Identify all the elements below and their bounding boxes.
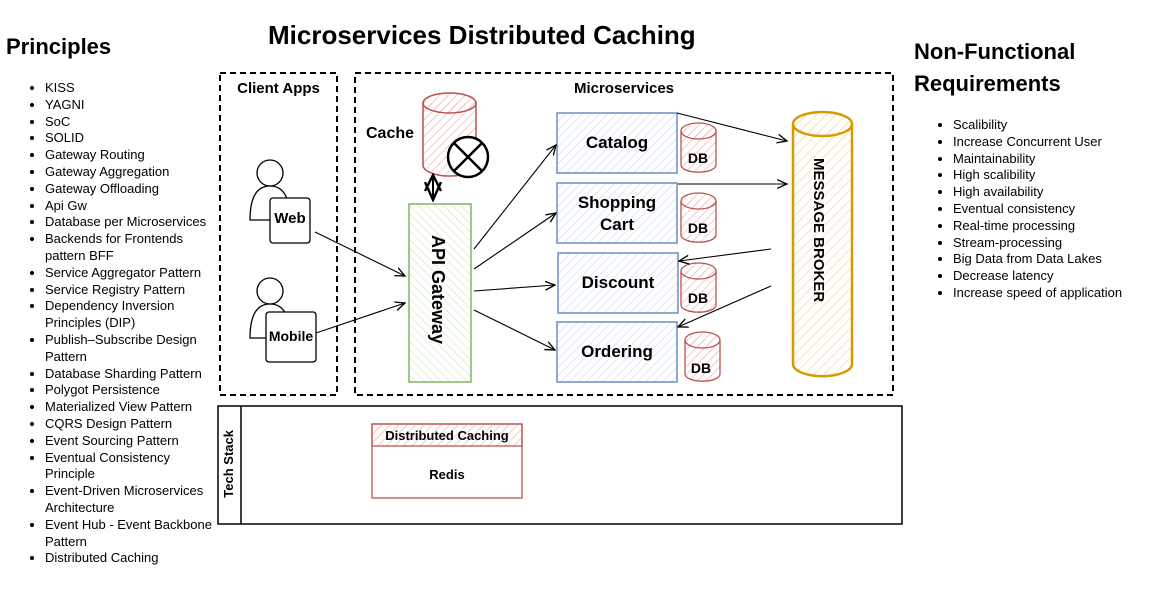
- api-gateway-box: [408, 203, 472, 383]
- flow-arrows: [314, 112, 787, 350]
- list-item: Database per Microservices: [45, 214, 220, 231]
- service-ordering: Ordering: [581, 342, 653, 361]
- tech-stack-label: Tech Stack: [221, 430, 236, 498]
- db-label: DB: [687, 290, 709, 306]
- list-item: Service Registry Pattern: [45, 282, 220, 299]
- client-apps-label: Client Apps: [237, 80, 320, 97]
- list-item: Big Data from Data Lakes: [953, 251, 1150, 268]
- db-label: DB: [687, 220, 709, 236]
- list-item: Eventual Consistency Principle: [45, 450, 220, 484]
- service-shopping-cart: Shopping Cart: [577, 193, 657, 234]
- db-cylinder-icon: [680, 262, 717, 313]
- list-item: Database Sharding Pattern: [45, 366, 220, 383]
- api-gateway-label: API Gateway: [428, 235, 448, 345]
- list-item: High availability: [953, 184, 1150, 201]
- list-item: Maintainability: [953, 151, 1150, 168]
- list-item: Decrease latency: [953, 268, 1150, 285]
- page-title: Microservices Distributed Caching: [268, 20, 696, 50]
- db-cylinder-icon: [680, 122, 717, 173]
- tech-stack-container: [217, 405, 903, 525]
- list-item: Real-time processing: [953, 218, 1150, 235]
- mobile-user-icon: [249, 277, 317, 363]
- list-item: Materialized View Pattern: [45, 399, 220, 416]
- cache-disabled-icon: [446, 135, 490, 179]
- list-item: CQRS Design Pattern: [45, 416, 220, 433]
- list-item: SoC: [45, 114, 220, 131]
- cache-cylinder-icon: [422, 92, 477, 177]
- message-broker-label: MESSAGE BROKER: [810, 158, 827, 303]
- list-item: Scalibility: [953, 117, 1150, 134]
- list-item: Backends for Frontends pattern BFF: [45, 231, 220, 265]
- list-item: SOLID: [45, 130, 220, 147]
- nfr-heading: Non-Functional Requirements: [914, 39, 1076, 96]
- list-item: Distributed Caching: [45, 550, 220, 567]
- db-cylinder-icon: [680, 192, 717, 243]
- nfr-list: ScalibilityIncrease Concurrent UserMaint…: [933, 117, 1150, 302]
- principles-heading: Principles: [6, 34, 112, 59]
- list-item: Event Sourcing Pattern: [45, 433, 220, 450]
- list-item: Publish–Subscribe Design Pattern: [45, 332, 220, 366]
- service-discount: Discount: [581, 273, 655, 292]
- list-item: Gateway Aggregation: [45, 164, 220, 181]
- list-item: KISS: [45, 80, 220, 97]
- db-label: DB: [687, 150, 709, 166]
- tech-box-title: Distributed Caching: [385, 428, 509, 443]
- list-item: YAGNI: [45, 97, 220, 114]
- list-item: Stream-processing: [953, 235, 1150, 252]
- cache-label: Cache: [366, 125, 415, 142]
- tech-box-value: Redis: [429, 467, 465, 482]
- list-item: Increase Concurrent User: [953, 134, 1150, 151]
- list-item: Gateway Routing: [45, 147, 220, 164]
- list-item: Increase speed of application: [953, 285, 1150, 302]
- web-client: Web: [274, 210, 306, 227]
- list-item: Eventual consistency: [953, 201, 1150, 218]
- db-cylinder-icon: [684, 331, 721, 382]
- mobile-client: Mobile: [268, 328, 314, 344]
- message-broker-cylinder: [791, 110, 854, 378]
- service-catalog: Catalog: [585, 133, 649, 152]
- list-item: Dependency Inversion Principles (DIP): [45, 298, 220, 332]
- list-item: Service Aggregator Pattern: [45, 265, 220, 282]
- list-item: Event Hub - Event Backbone Pattern: [45, 517, 220, 551]
- list-item: Polygot Persistence: [45, 382, 220, 399]
- list-item: Event-Driven Microservices Architecture: [45, 483, 220, 517]
- list-item: High scalibility: [953, 167, 1150, 184]
- list-item: Api Gw: [45, 198, 220, 215]
- db-label: DB: [690, 360, 712, 376]
- list-item: Gateway Offloading: [45, 181, 220, 198]
- web-user-icon: [249, 159, 311, 244]
- microservices-label: Microservices: [573, 80, 675, 97]
- principles-list: KISSYAGNISoCSOLIDGateway RoutingGateway …: [25, 80, 220, 567]
